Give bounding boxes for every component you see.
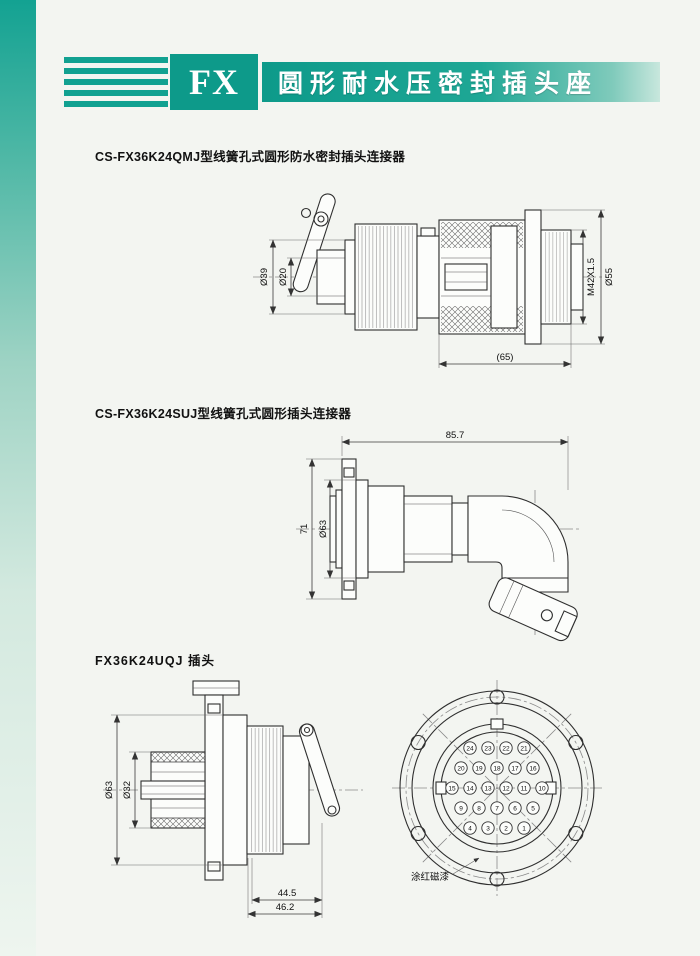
dim-label-d20: Ø20	[278, 268, 289, 286]
pin-number: 6	[513, 805, 517, 812]
pin-number: 19	[475, 765, 483, 772]
dim-label-len2: 46.2	[276, 902, 295, 913]
bail-lever	[292, 193, 336, 293]
mounting-flange	[204, 694, 224, 881]
front-tube	[316, 249, 346, 305]
pin-number: 23	[484, 745, 492, 752]
elbow	[467, 495, 569, 593]
dim-label-tube: Ø32	[122, 781, 133, 799]
bolt-hole	[410, 825, 426, 842]
header-stripes-decoration	[64, 57, 168, 111]
pin-number: 9	[459, 805, 463, 812]
pin-number: 2	[504, 825, 508, 832]
annotation-leader	[452, 857, 480, 875]
pin-number: 4	[468, 825, 472, 832]
bolt-hole	[410, 734, 426, 751]
pin-number: 5	[531, 805, 535, 812]
pin-field: 24 23 22 21 20 19 18 17 16 15 14 13 12 1…	[445, 741, 549, 835]
outer-flange-circle	[399, 690, 595, 886]
connector-body	[292, 193, 584, 345]
pin-number: 22	[502, 745, 510, 752]
plug-face-view: 24 23 22 21 20 19 18 17 16 15 14 13 12 1…	[392, 680, 602, 896]
annotation-label: 涂红磁漆	[411, 871, 450, 883]
flange-hole-top	[207, 703, 221, 714]
pin-number: 14	[466, 785, 474, 792]
pin-number: 16	[529, 765, 537, 772]
dim-label-length: 85.7	[446, 430, 465, 441]
drawing-uqj-views: Ø63 Ø32 44.5 46.2 24 23	[103, 680, 602, 918]
pin-number: 11	[521, 785, 528, 792]
dim-label-length: (65)	[497, 352, 514, 363]
left-gradient-band	[0, 0, 36, 956]
pin-number: 1	[522, 825, 526, 832]
dim-label-thread: M42X1.5	[586, 258, 597, 296]
pin-number: 3	[486, 825, 490, 832]
side-view-dimensions: Ø63 Ø32 44.5 46.2	[104, 714, 323, 918]
dim-label-height: 71	[299, 524, 310, 535]
flange-hole-bottom	[207, 861, 221, 872]
insulator-insert	[490, 225, 518, 329]
dim-label-body: Ø63	[318, 520, 329, 538]
drawing-qmj-side-view: Ø39 Ø20 M42X1.5 Ø55 (65)	[253, 193, 615, 368]
dim-label-body: Ø63	[104, 781, 115, 799]
mounting-flange	[524, 209, 542, 345]
dimensions: 85.7 71 Ø63	[299, 430, 569, 600]
page-title-bar: 圆形耐水压密封插头座	[262, 62, 660, 102]
pin-number: 12	[502, 785, 510, 792]
brand-logo-text: FX	[189, 62, 239, 102]
bolt-circle	[405, 696, 589, 880]
pin-number: 18	[493, 765, 501, 772]
pin-number: 15	[448, 785, 456, 792]
pin-number: 13	[484, 785, 492, 792]
cable-clamp	[488, 577, 578, 642]
dim-label-d55: Ø55	[604, 268, 615, 286]
plug-side-view	[140, 680, 341, 881]
backshell-nut	[367, 485, 405, 573]
keyway-left	[435, 781, 447, 795]
section-title-qmj: CS-FX36K24QMJ型线簧孔式圆形防水密封插头连接器	[95, 150, 406, 164]
bolt-hole	[489, 689, 505, 705]
bolt-hole	[489, 871, 505, 887]
keyway-top	[490, 718, 504, 730]
pin-number: 7	[495, 805, 499, 812]
pin-number: 20	[457, 765, 465, 772]
drawing-suj-side-view: 85.7 71 Ø63	[296, 430, 582, 642]
pin-number: 21	[520, 745, 528, 752]
flange-hole-bottom	[343, 580, 355, 591]
section-title-suj: CS-FX36K24SUJ型线簧孔式圆形插头连接器	[95, 407, 352, 421]
pin-number: 24	[466, 745, 474, 752]
brand-logo-box: FX	[170, 54, 258, 110]
pin-number: 8	[477, 805, 481, 812]
section-title-uqj: FX36K24UQJ 插头	[95, 654, 215, 668]
dimensions: Ø39 Ø20 M42X1.5 Ø55 (65)	[259, 209, 615, 368]
flange-hole-top	[343, 467, 355, 478]
body-tube	[403, 495, 453, 563]
bolt-hole	[568, 825, 584, 842]
pin-number: 10	[538, 785, 546, 792]
bolt-hole	[568, 734, 584, 751]
dim-label-d39: Ø39	[259, 268, 270, 286]
connector-body	[329, 458, 578, 642]
page-title-text: 圆形耐水压密封插头座	[278, 70, 599, 98]
pin-number: 17	[511, 765, 519, 772]
dim-label-len1: 44.5	[278, 888, 297, 899]
